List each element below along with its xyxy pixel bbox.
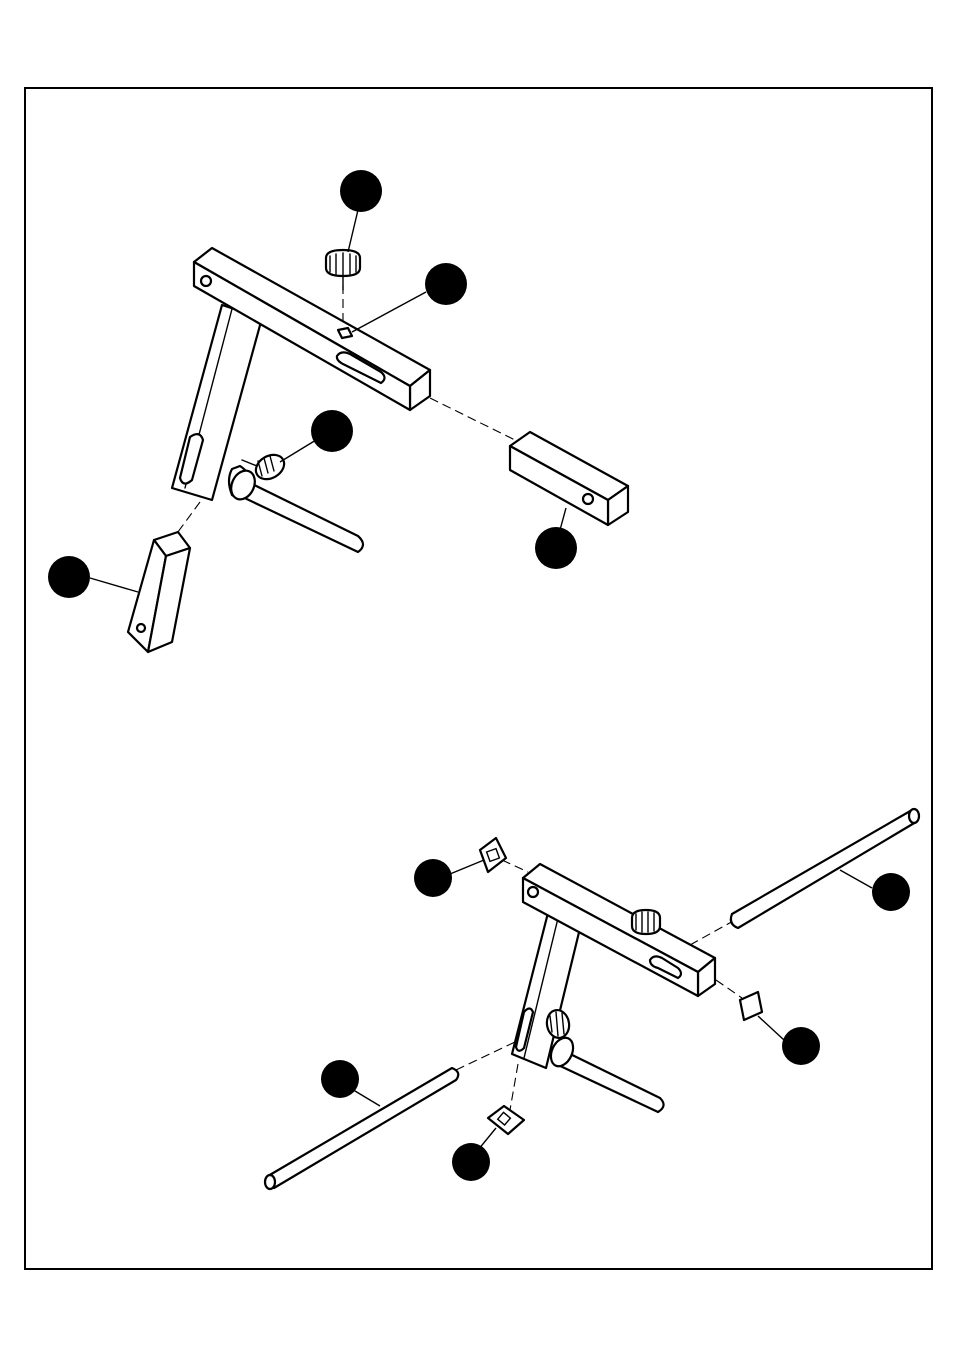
lower-guide-line-right-cap [716,980,742,998]
upper-callout-crossbar [352,263,467,332]
lower-callout-bottom-cap [452,1128,496,1181]
lower-callout-left-rod [321,1060,380,1106]
lower-end-cap-bottom [488,1106,524,1134]
lower-callout-right-cap [758,1016,820,1065]
upper-callout-lower-tube [48,556,138,598]
lower-guide-line-right-rod [690,920,735,945]
page-frame [25,88,932,1269]
upper-axle-rod [227,466,363,552]
upper-callout-side-knob [280,410,353,462]
lower-end-cap-left [480,838,506,872]
lower-axle-rod [547,1034,664,1112]
lower-guide-line-left-cap [502,860,528,872]
lower-assembly [265,809,919,1189]
upper-insert-tube-right [510,432,628,525]
lower-guide-line-left-rod [456,1042,515,1070]
upper-guide-line-right [430,398,515,440]
upper-knob-top [326,250,360,290]
lower-guide-line-bottom-cap [510,1064,518,1110]
upper-callout-knob [340,170,382,252]
lower-long-rod-left [265,1068,458,1189]
upper-callout-right-tube [535,508,577,569]
lower-callout-right-rod [840,870,910,911]
lower-callout-left-cap [414,859,484,897]
upper-assembly [48,170,628,652]
lower-knob-top [632,910,660,934]
